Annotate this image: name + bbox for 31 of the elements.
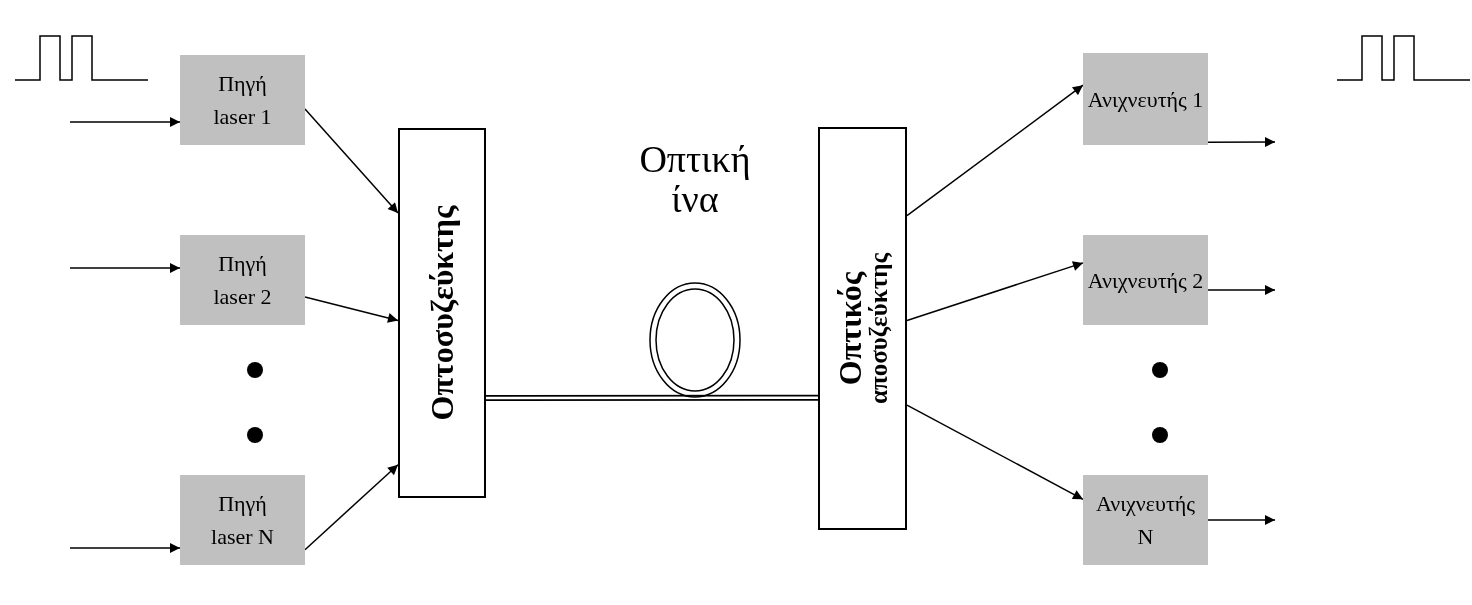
coupler-box — [398, 128, 486, 498]
process-box — [180, 235, 305, 325]
process-box — [1083, 475, 1208, 565]
arrow — [906, 84, 1084, 217]
arrow — [69, 543, 181, 553]
coupler-label: Οπτικός — [834, 271, 866, 386]
box-label: Ανιχνευτής N — [1095, 490, 1196, 551]
process-box — [1083, 235, 1208, 325]
box-label: Ανιχνευτής 2 — [1087, 266, 1204, 295]
process-box — [180, 55, 305, 145]
coupler-label: Οπτοσυζεύκτης — [426, 205, 458, 421]
box-label: Πηγή laser 2 — [212, 250, 273, 311]
arrow — [304, 108, 399, 214]
process-box — [180, 475, 305, 565]
fiber-line — [486, 394, 818, 402]
arrow — [69, 263, 181, 274]
arrow — [1207, 137, 1276, 148]
arrow — [906, 261, 1084, 322]
box-label: Ανιχνευτής 1 — [1087, 85, 1204, 114]
coupler-box — [818, 127, 907, 530]
arrow — [304, 296, 399, 323]
box-label: Πηγή laser N — [210, 490, 275, 551]
arrow — [906, 404, 1084, 501]
coupler-label: αποσυζεύκτης — [866, 253, 891, 404]
arrow — [304, 463, 399, 551]
arrow — [69, 116, 181, 127]
box-label: Πηγή laser 1 — [212, 70, 273, 131]
process-box — [1083, 53, 1208, 145]
fiber-label: Οπτική ίνα — [638, 140, 752, 220]
arrow — [1207, 285, 1276, 295]
arrow — [1207, 515, 1276, 525]
